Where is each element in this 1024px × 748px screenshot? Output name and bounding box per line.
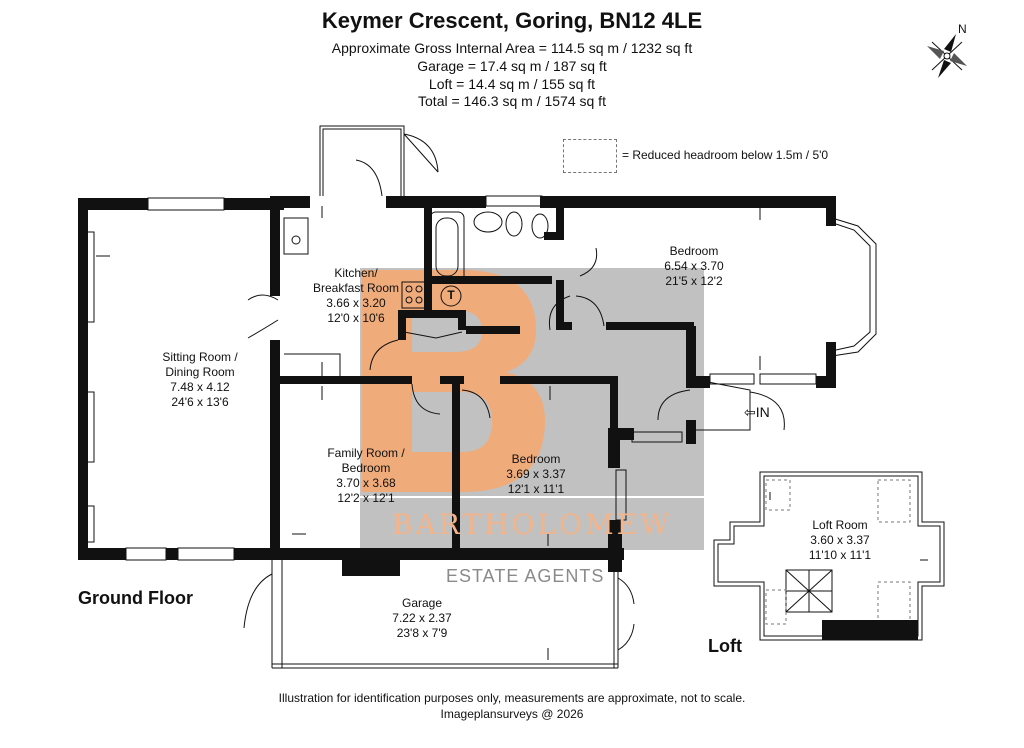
loft-area-text: Loft = 14.4 sq m / 155 sq ft	[428, 76, 596, 92]
arrow-left-icon: ⇦	[744, 404, 756, 420]
room-kitchen: Kitchen/ Breakfast Room 3.66 x 3.20 12'0…	[296, 266, 416, 326]
reduced-headroom-legend: = Reduced headroom below 1.5m / 5'0	[622, 148, 829, 162]
room-loft: Loft Room 3.60 x 3.37 11'10 x 11'1	[790, 518, 890, 563]
footer: Illustration for identification purposes…	[0, 690, 1024, 722]
gross-area-text: Approximate Gross Internal Area = 114.5 …	[331, 40, 693, 56]
room-metric-dimensions: 7.48 x 4.12	[170, 380, 230, 394]
room-name: Garage	[401, 596, 443, 610]
room-imperial-dimensions: 12'1 x 11'1	[507, 482, 565, 496]
compass-icon	[927, 34, 967, 78]
watermark-brand: BARTHOLOMEW	[392, 508, 672, 541]
ground-floor-label: Ground Floor	[78, 588, 193, 608]
plan-title: Keymer Crescent, Goring, BN12 4LE	[321, 8, 703, 33]
room-imperial-dimensions: 21'5 x 12'2	[665, 274, 723, 288]
room-imperial-dimensions: 24'6 x 13'6	[171, 395, 229, 409]
entrance-text: IN	[755, 404, 770, 420]
boiler-marker: T	[447, 288, 455, 302]
room-family-bedroom: Family Room / Bedroom 3.70 x 3.68 12'2 x…	[304, 446, 428, 506]
room-name: Loft Room	[812, 518, 868, 532]
credit-text: Imageplansurveys @ 2026	[440, 707, 584, 721]
room-imperial-dimensions: 23'8 x 7'9	[396, 626, 448, 640]
compass-north-label: N	[958, 22, 967, 36]
room-metric-dimensions: 3.66 x 3.20	[326, 296, 386, 310]
room-metric-dimensions: 7.22 x 2.37	[392, 611, 452, 625]
room-imperial-dimensions: 11'10 x 11'1	[808, 548, 872, 562]
loft-floor-label: Loft	[708, 636, 742, 656]
room-imperial-dimensions: 12'0 x 10'6	[327, 311, 385, 325]
room-bedroom-second: Bedroom 3.69 x 3.37 12'1 x 11'1	[486, 452, 586, 497]
reduced-headroom-swatch	[563, 139, 617, 173]
room-metric-dimensions: 3.60 x 3.37	[810, 533, 870, 547]
room-metric-dimensions: 3.70 x 3.68	[336, 476, 396, 490]
disclaimer-text: Illustration for identification purposes…	[278, 691, 746, 705]
garage-area-text: Garage = 17.4 sq m / 187 sq ft	[417, 58, 607, 74]
room-metric-dimensions: 3.69 x 3.37	[506, 467, 566, 481]
room-metric-dimensions: 6.54 x 3.70	[664, 259, 724, 273]
room-name-line1: Family Room /	[327, 446, 405, 460]
total-area-text: Total = 146.3 sq m / 1574 sq ft	[418, 93, 606, 109]
room-name-line1: Kitchen/	[334, 266, 378, 280]
room-bedroom-main: Bedroom 6.54 x 3.70 21'5 x 12'2	[644, 244, 744, 289]
room-name-line2: Bedroom	[341, 461, 391, 475]
room-name-line2: Breakfast Room	[312, 281, 400, 295]
entrance-label: ⇦IN	[744, 404, 770, 421]
room-sitting-dining: Sitting Room / Dining Room 7.48 x 4.12 2…	[120, 350, 280, 410]
room-name-line1: Sitting Room /	[162, 350, 238, 364]
room-name-line2: Dining Room	[165, 365, 235, 379]
room-name: Bedroom	[669, 244, 719, 258]
room-imperial-dimensions: 12'2 x 12'1	[337, 491, 395, 505]
watermark-subtitle: ESTATE AGENTS	[446, 566, 605, 586]
watermark-logo	[360, 268, 704, 550]
room-name: Bedroom	[511, 452, 561, 466]
room-garage: Garage 7.22 x 2.37 23'8 x 7'9	[380, 596, 464, 641]
